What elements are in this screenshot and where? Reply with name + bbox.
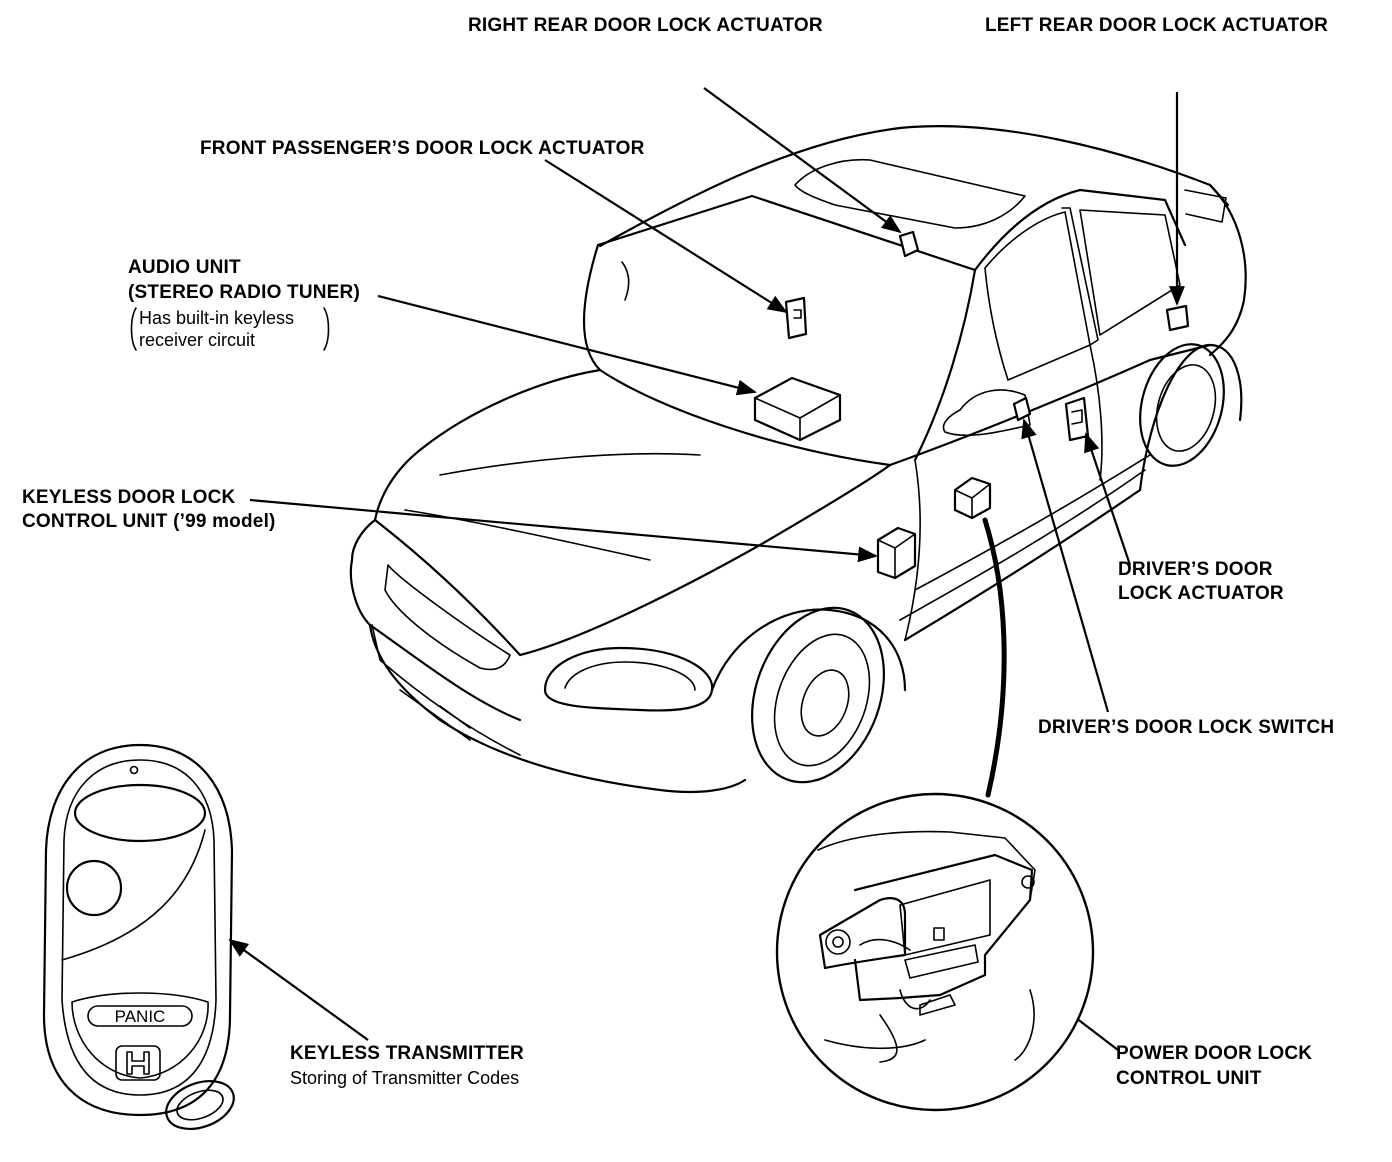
drivers-switch-part: [1012, 396, 1032, 422]
label-keyless-control-unit-model: CONTROL UNIT (’99 model): [22, 511, 276, 532]
drivers-actuator-part: [1064, 396, 1090, 442]
left-rear-actuator-part: [1165, 304, 1190, 332]
right-rear-actuator-part: [898, 230, 920, 258]
label-audio-unit-note-1: Has built-in keyless: [139, 308, 295, 328]
keyless-transmitter-illustration: PANIC: [42, 743, 235, 1130]
label-audio-unit-tuner: (STEREO RADIO TUNER): [128, 282, 360, 303]
label-drivers-door-switch: DRIVER’S DOOR LOCK SWITCH: [1038, 717, 1335, 738]
label-right-rear-actuator: RIGHT REAR DOOR LOCK ACTUATOR: [468, 15, 823, 36]
label-keyless-control-unit: KEYLESS DOOR LOCK: [22, 487, 236, 508]
front-passenger-actuator-part: [784, 296, 808, 340]
label-power-control-unit: POWER DOOR LOCK: [1116, 1043, 1313, 1064]
power-control-unit-part: [953, 476, 992, 520]
panic-button-label: PANIC: [115, 1007, 166, 1026]
panic-button[interactable]: [87, 1005, 193, 1027]
audio-unit-part: [753, 376, 842, 442]
label-drivers-door-actuator-2: LOCK ACTUATOR: [1118, 583, 1284, 604]
label-power-control-unit-2: CONTROL UNIT: [1116, 1068, 1262, 1089]
label-keyless-transmitter: KEYLESS TRANSMITTER: [290, 1043, 524, 1064]
lower-button[interactable]: [65, 859, 123, 917]
label-left-rear-actuator: LEFT REAR DOOR LOCK ACTUATOR: [985, 15, 1329, 36]
label-drivers-door-actuator: DRIVER’S DOOR: [1118, 559, 1273, 580]
label-transmitter-codes: Storing of Transmitter Codes: [290, 1068, 520, 1088]
label-audio-unit-note-2: receiver circuit: [139, 330, 256, 350]
label-audio-unit: AUDIO UNIT: [128, 257, 241, 278]
honda-logo: [115, 1045, 161, 1081]
upper-button[interactable]: [73, 783, 207, 843]
label-front-passenger-actuator: FRONT PASSENGER’S DOOR LOCK ACTUATOR: [200, 138, 645, 159]
car-illustration: [349, 125, 1247, 794]
power-control-detail-view: [775, 792, 1095, 1112]
keyless-control-unit-part: [876, 526, 917, 580]
